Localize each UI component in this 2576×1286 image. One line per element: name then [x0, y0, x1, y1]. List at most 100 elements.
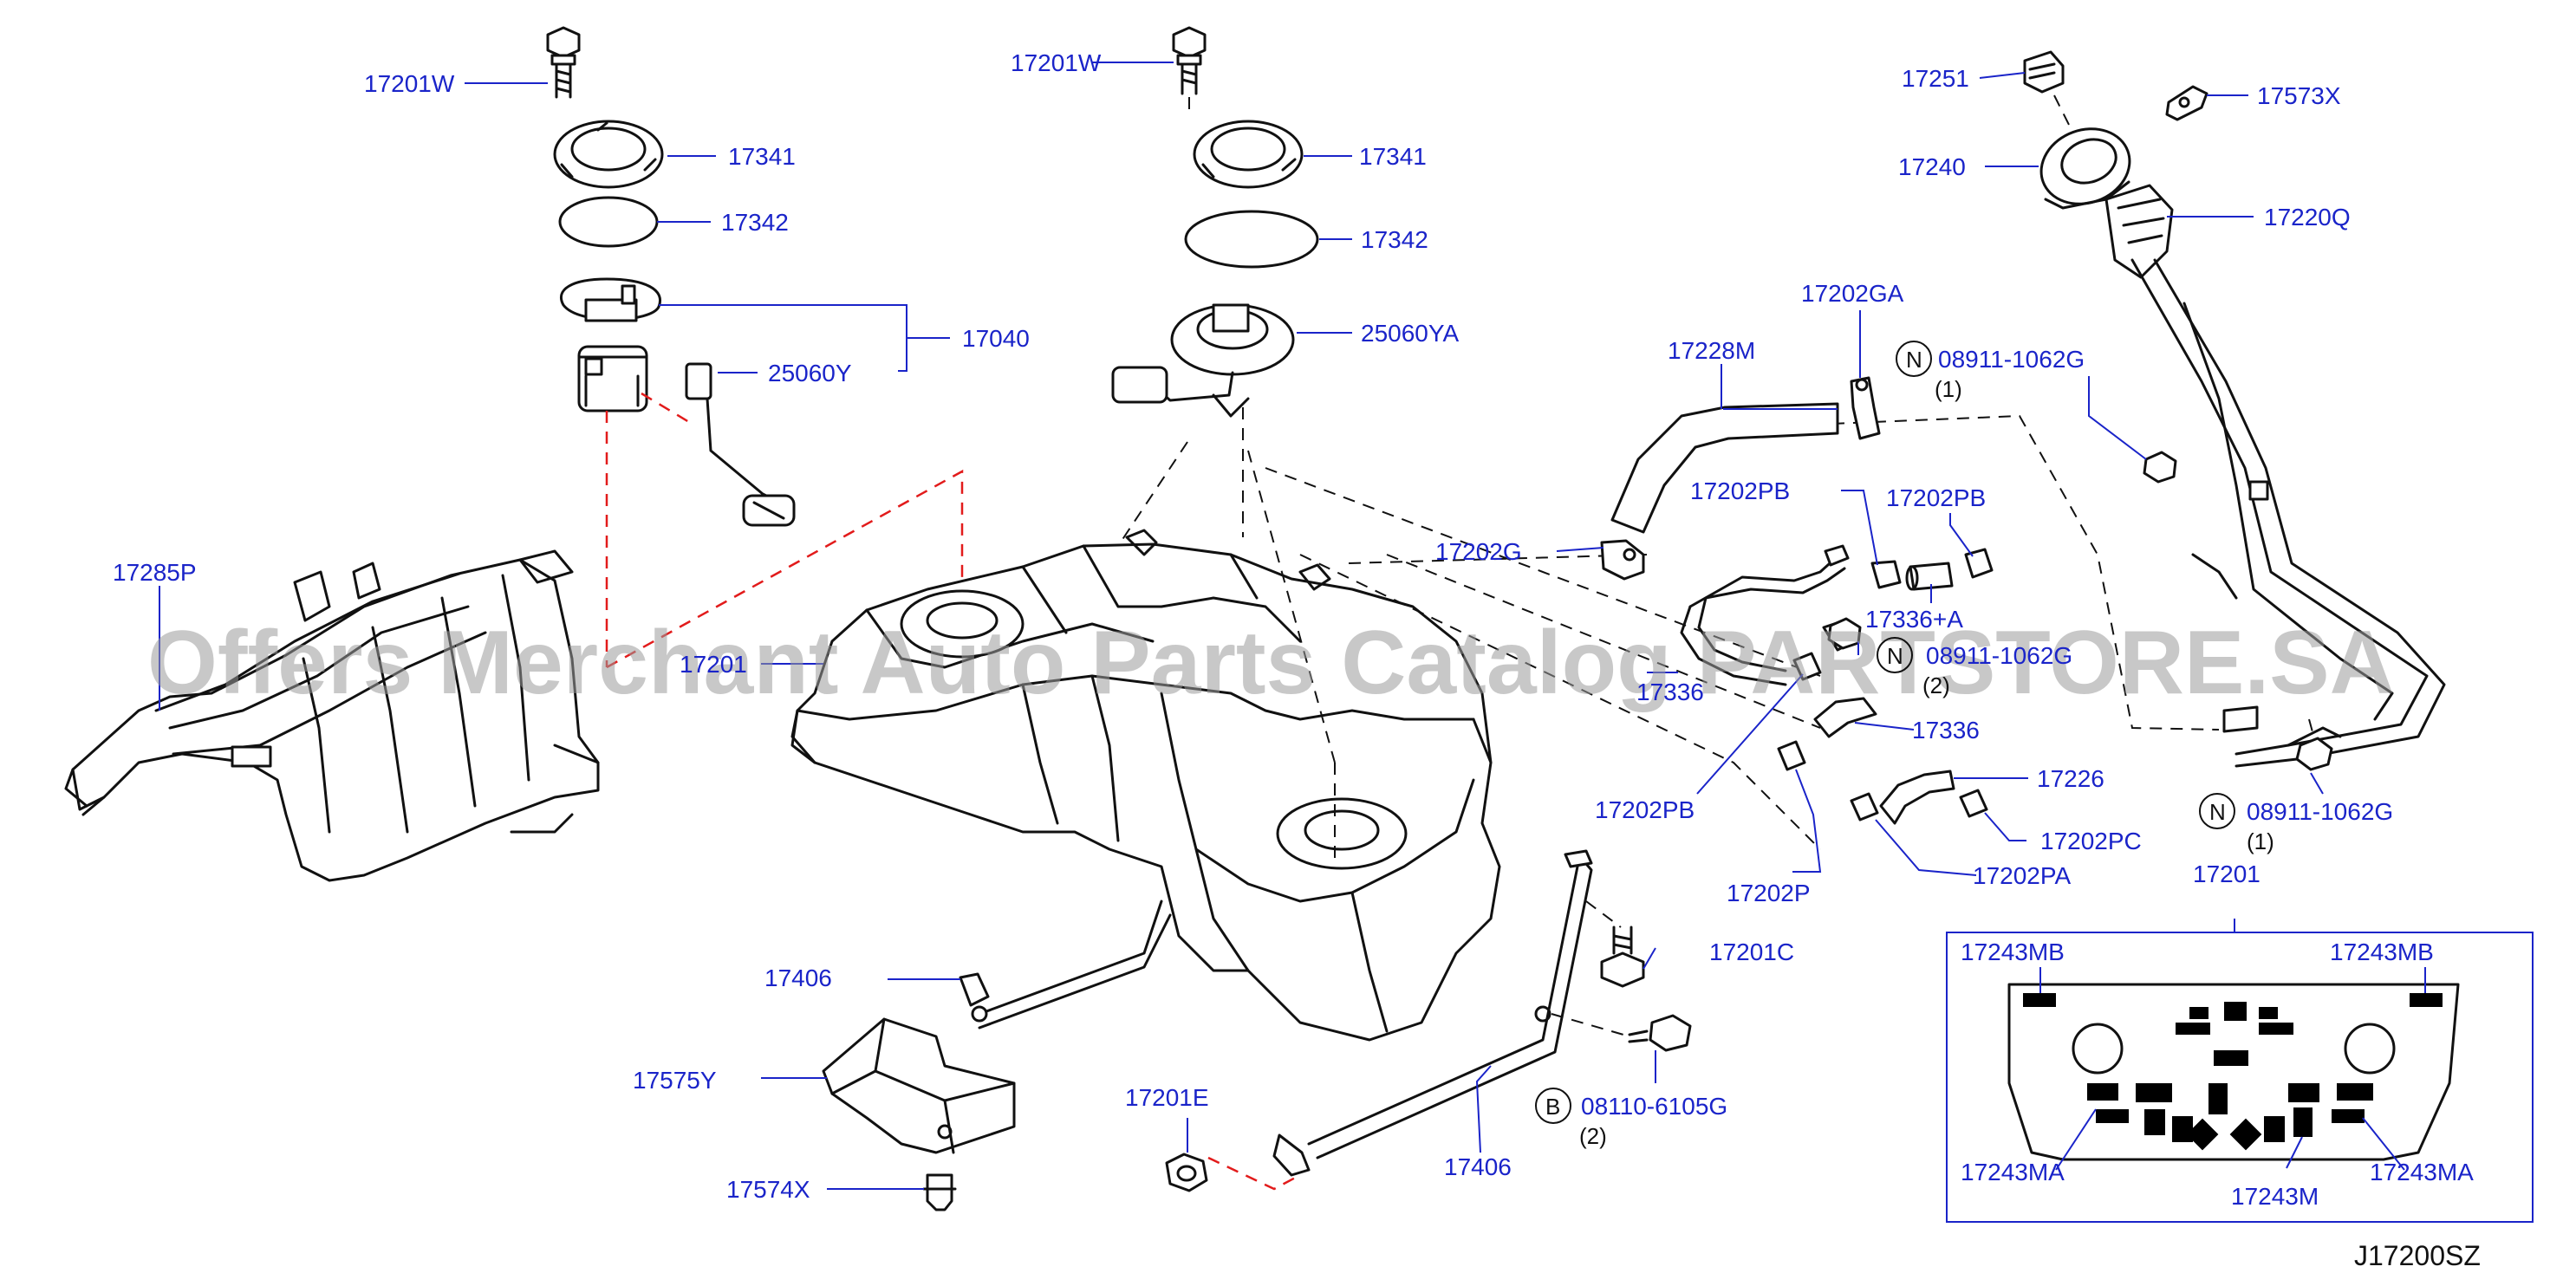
note-circle-b: [1535, 1088, 1571, 1124]
label-17251[interactable]: 17251: [1902, 65, 1969, 92]
label-17228M[interactable]: 17228M: [1668, 337, 1755, 364]
clamp-08911-1062G-a: [2143, 451, 2177, 484]
label-17243M[interactable]: 17243M: [2231, 1183, 2319, 1210]
qty-08911-b: (2): [1922, 672, 1950, 698]
note-symbol-n-b: N: [1887, 643, 1903, 669]
label-25060Y[interactable]: 25060Y: [768, 360, 852, 386]
label-17285P[interactable]: 17285P: [113, 559, 197, 586]
clamp-08911-1062G-c: [2295, 718, 2333, 771]
label-17226[interactable]: 17226: [2037, 765, 2104, 792]
label-17202PB-a[interactable]: 17202PB: [1690, 477, 1790, 504]
tank-strap-17406-b: [1272, 849, 1593, 1177]
label-17342-left[interactable]: 17342: [721, 209, 789, 236]
bolt-17201C: [1585, 900, 1645, 988]
label-17406-b[interactable]: 17406: [1444, 1153, 1512, 1180]
label-17202P[interactable]: 17202P: [1727, 880, 1811, 906]
tank-dashed-guides: [1117, 407, 2220, 867]
label-17341-left[interactable]: 17341: [728, 143, 796, 170]
label-17202G[interactable]: 17202G: [1435, 538, 1522, 565]
clip-17574X: [922, 1173, 957, 1211]
clamp-17202PA: [1850, 792, 1879, 822]
label-17201W-left[interactable]: 17201W: [364, 70, 455, 97]
o-ring-17342-left: [558, 196, 659, 248]
lock-ring-17341-center: [1193, 120, 1304, 189]
label-17201-box[interactable]: 17201: [2193, 861, 2261, 887]
diagram-code: J17200SZ: [2354, 1240, 2481, 1271]
label-08911-1062G-b[interactable]: 08911-1062G: [1926, 642, 2072, 669]
label-17573X[interactable]: 17573X: [2257, 82, 2341, 109]
label-08911-1062G-c[interactable]: 08911-1062G: [2247, 798, 2393, 825]
label-17342-center[interactable]: 17342: [1361, 226, 1428, 253]
label-17243MA-a[interactable]: 17243MA: [1961, 1159, 2065, 1185]
note-symbol-n-c: N: [2209, 799, 2226, 825]
label-17202PB-b[interactable]: 17202PB: [1886, 484, 1986, 511]
clamp-17202GA: [1850, 376, 1881, 440]
note-symbol-b: B: [1545, 1094, 1560, 1120]
label-17243MA-b[interactable]: 17243MA: [2370, 1159, 2474, 1185]
bracket-17573X: [2165, 85, 2208, 121]
tank-strap-17406-a: [959, 900, 1172, 1029]
filler-cup-17240: [2039, 127, 2131, 210]
tube-17336A: [1905, 562, 1954, 591]
clamp-17202PC: [1959, 789, 1988, 818]
label-25060YA[interactable]: 25060YA: [1361, 320, 1459, 347]
label-17220Q[interactable]: 17220Q: [2264, 204, 2351, 231]
label-17574X[interactable]: 17574X: [726, 1176, 810, 1203]
protector-17575Y: [822, 1017, 1016, 1154]
hose-17228M: [1610, 402, 1839, 534]
label-17201E[interactable]: 17201E: [1125, 1084, 1209, 1111]
label-17243MB-b[interactable]: 17243MB: [2330, 939, 2434, 965]
label-17202PC[interactable]: 17202PC: [2040, 828, 2142, 854]
clamp-17202P: [1777, 740, 1806, 771]
label-17202PB-c[interactable]: 17202PB: [1595, 796, 1695, 823]
bolt-08110-6105G: [1551, 1013, 1692, 1052]
label-17201C[interactable]: 17201C: [1709, 939, 1794, 965]
clamp-17202PB-a: [1870, 560, 1902, 589]
label-17406-a[interactable]: 17406: [764, 964, 832, 991]
watermark: Offers Merchant Auto Parts Catalog PARTS…: [147, 613, 2395, 713]
lock-ring-17341-left: [553, 120, 664, 189]
cap-17251: [2023, 50, 2072, 131]
label-08911-1062G-a[interactable]: 08911-1062G: [1938, 346, 2085, 373]
tube-assembly-17336: [1680, 544, 1850, 686]
pump-to-tank-red-guide-left: [605, 392, 964, 669]
qty-08911-a: (1): [1935, 376, 1962, 402]
o-ring-17342-center: [1184, 210, 1319, 269]
label-17201W-center[interactable]: 17201W: [1011, 49, 1102, 76]
label-08110-6105G[interactable]: 08110-6105G: [1581, 1093, 1727, 1120]
bolt-17201W-center: [1172, 26, 1207, 118]
heat-shield-17285P: [64, 549, 600, 882]
hose-17226: [1879, 770, 1955, 825]
filler-pipe-17221: [2130, 258, 2446, 768]
clamp-17202G: [1600, 539, 1645, 581]
clamp-17202PB-c: [1792, 652, 1822, 681]
fuel-tank-17201: [790, 529, 1501, 1042]
label-17040[interactable]: 17040: [962, 325, 1030, 352]
label-17243MB-a[interactable]: 17243MB: [1961, 939, 2065, 965]
leader-lines: [159, 62, 2426, 1190]
label-17336[interactable]: 17336: [1912, 717, 1980, 744]
label-plate-17243: [2007, 983, 2460, 1161]
tube-17336-elbow-b: [1813, 697, 1877, 738]
filler-hose-17220Q: [2104, 184, 2174, 279]
label-17202GA[interactable]: 17202GA: [1801, 280, 1904, 307]
nut-17201E: [1165, 1153, 1301, 1192]
note-symbol-n-a: N: [1906, 347, 1922, 373]
fuel-pump-17040: [560, 277, 661, 412]
note-circle-n-a: [1896, 341, 1932, 377]
bolt-17201W-left: [546, 26, 581, 99]
note-circle-n-c: [2199, 793, 2235, 829]
qty-08911-c: (1): [2247, 828, 2274, 854]
fuel-level-sender-25060Y: [685, 362, 796, 527]
qty-08110: (2): [1579, 1123, 1607, 1149]
label-17201-tank[interactable]: 17201: [680, 651, 747, 678]
note-circle-n-b: [1877, 637, 1913, 673]
label-17575Y[interactable]: 17575Y: [633, 1067, 717, 1094]
label-17336-small[interactable]: 17336: [1636, 679, 1704, 705]
label-set-box: [1946, 932, 2534, 1223]
label-17202PA[interactable]: 17202PA: [1973, 862, 2071, 889]
label-17341-center[interactable]: 17341: [1359, 143, 1427, 170]
label-17336A[interactable]: 17336+A: [1865, 606, 1963, 633]
label-17240[interactable]: 17240: [1898, 153, 1966, 180]
